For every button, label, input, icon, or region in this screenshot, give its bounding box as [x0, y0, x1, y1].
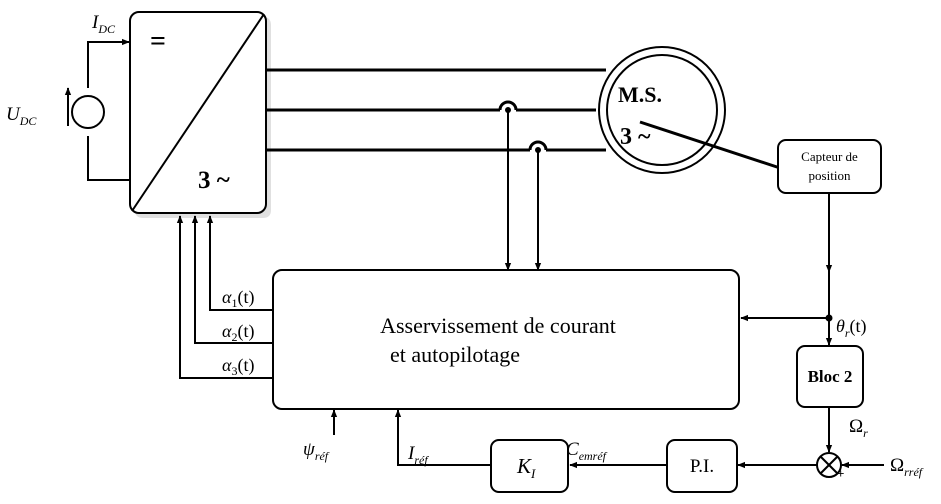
- motor-label: M.S.: [618, 82, 662, 107]
- summer-plus-sign: +: [837, 466, 844, 481]
- current-label: IDC: [91, 12, 116, 36]
- controller-label-line2: et autopilotage: [390, 342, 520, 367]
- i-ref-label: Iréf: [407, 443, 429, 467]
- dc-wire-bottom: [87, 136, 130, 181]
- ki-to-controller-arrow: [394, 409, 491, 466]
- omega-r-label: Ωr: [849, 416, 868, 440]
- summer: + Ωrréf: [737, 452, 924, 481]
- motor-shaft-line: [639, 120, 781, 170]
- controller-box: [272, 269, 740, 410]
- alpha3-line: [176, 215, 273, 379]
- sensor-label-line1: Capteur de: [801, 149, 858, 164]
- dc-source: UDC IDC: [6, 12, 130, 181]
- omega-ref-label: Ωrréf: [890, 455, 924, 479]
- controller-label-line1: Asservissement de courant: [380, 313, 616, 338]
- ki-gain: KI Iréf: [394, 409, 569, 493]
- converter-diagonal: [131, 13, 265, 212]
- alpha1-label: α1(t): [222, 287, 254, 310]
- alpha2-label: α2(t): [222, 321, 254, 344]
- theta-label: θr(t): [836, 316, 867, 340]
- phase-line-3-bridge: [528, 140, 548, 151]
- pi-controller: P.I. Cemréf: [566, 439, 738, 493]
- ac-symbol: 3 ~: [198, 167, 230, 194]
- alpha3-label: α3(t): [222, 355, 254, 378]
- voltage-label: UDC: [6, 104, 37, 128]
- position-sensor: Capteur de position θr(t): [740, 139, 882, 346]
- voltage-source-icon: [71, 95, 105, 129]
- bloc2: Bloc 2 Ωr: [796, 345, 868, 453]
- alpha1-line: [206, 215, 273, 311]
- dc-symbol: =: [150, 26, 166, 57]
- dc-wire-top: [87, 41, 130, 88]
- phase-lines: [266, 68, 606, 271]
- psi-ref-label: ψréf: [303, 439, 330, 463]
- converter-block: = 3 ~: [129, 11, 271, 218]
- pi-label: P.I.: [690, 456, 714, 477]
- motor-outer-circle: [598, 46, 726, 174]
- sensor-box: [777, 139, 882, 194]
- bloc2-label: Bloc 2: [808, 367, 853, 386]
- summer-cross-2: [819, 455, 839, 475]
- sensor-label-line2: position: [809, 168, 851, 183]
- motor-phase-label: 3 ~: [620, 124, 651, 150]
- ki-label: KI: [516, 454, 536, 481]
- c-ref-label: Cemréf: [566, 439, 608, 463]
- motor: M.S. 3 ~: [598, 46, 781, 174]
- phase-line-2-bridge: [498, 100, 518, 111]
- controller-block: Asservissement de courant et autopilotag…: [272, 269, 740, 410]
- control-signals: α1(t) α2(t) α3(t): [176, 215, 273, 379]
- motor-inner-circle: [606, 54, 718, 166]
- alpha2-line: [191, 215, 273, 344]
